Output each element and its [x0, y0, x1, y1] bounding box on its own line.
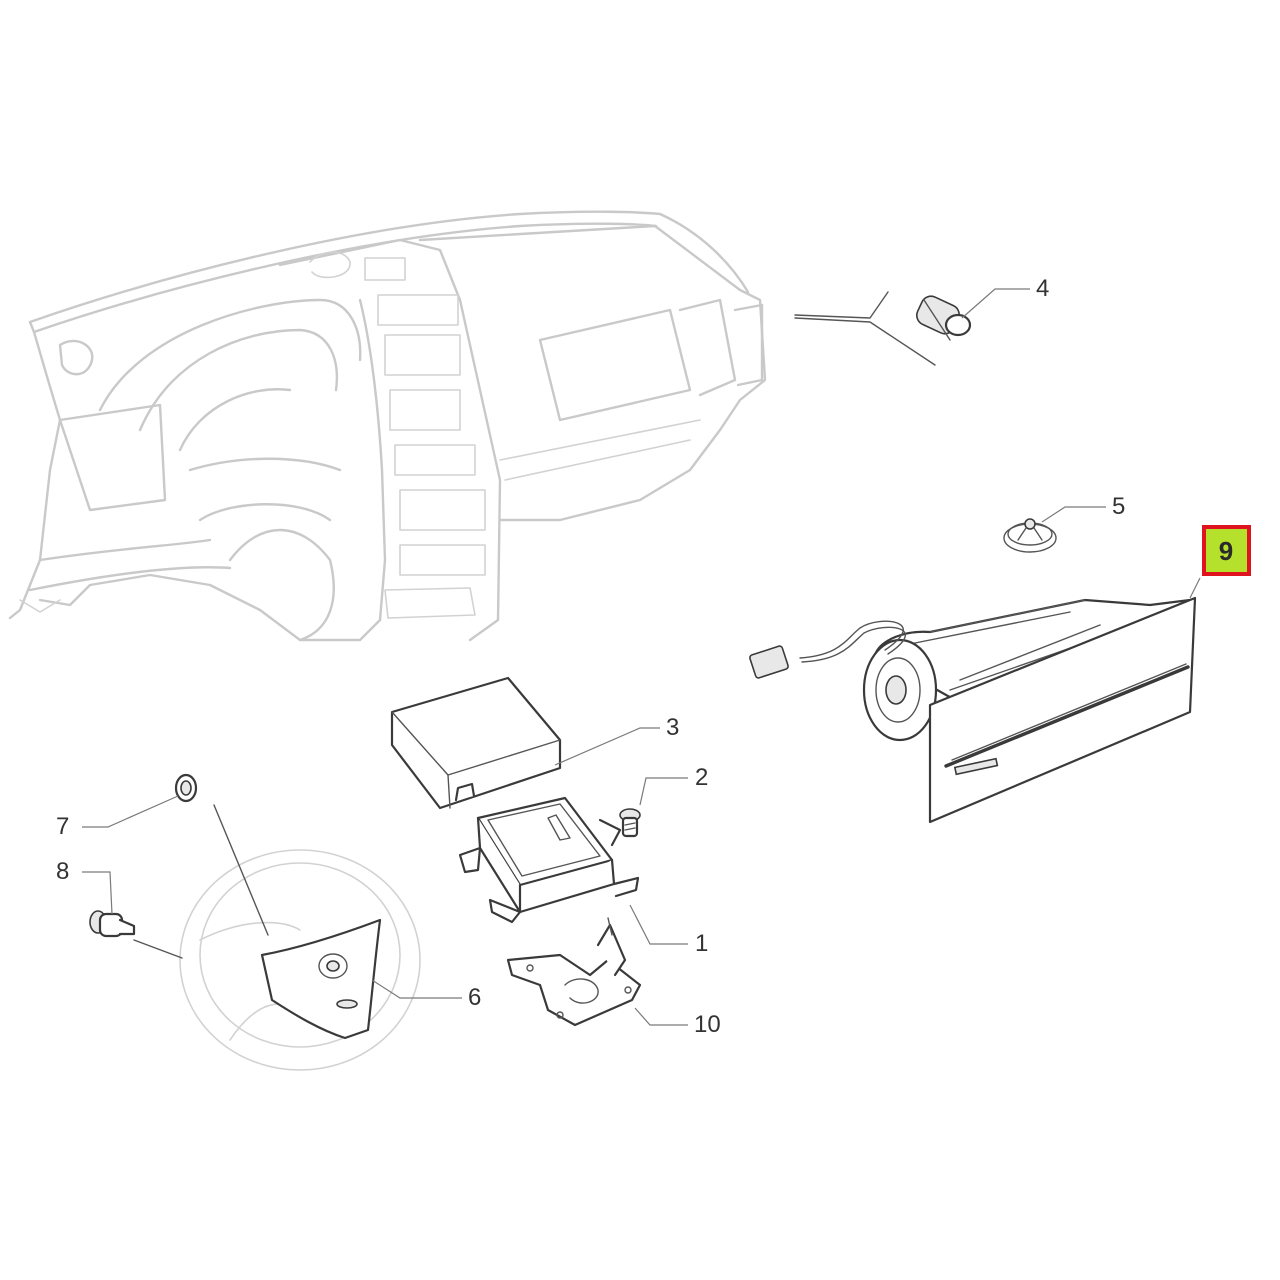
- callout-7[interactable]: 7: [56, 813, 69, 840]
- callout-1[interactable]: 1: [695, 930, 708, 957]
- part-4-location-leaders: [794, 291, 936, 366]
- dashboard-outline: [8, 210, 767, 642]
- callout-6[interactable]: 6: [468, 984, 481, 1011]
- callout-2[interactable]: 2: [695, 764, 708, 791]
- callout-10[interactable]: 10: [694, 1011, 721, 1038]
- callout-9[interactable]: 9: [1219, 536, 1233, 566]
- part-2-bolt: [619, 808, 641, 838]
- callout-labels: 1 2 3 4 5 6 7 8 10 9: [56, 275, 1251, 1038]
- part-9-passenger-airbag: [749, 596, 1197, 824]
- callout-9-highlighted[interactable]: 9: [1202, 525, 1251, 576]
- part-10-mounting-plate: [506, 917, 642, 1027]
- part-4-clip: [916, 295, 972, 341]
- part-3-cover: [390, 676, 562, 810]
- highlight-box: [1202, 525, 1251, 576]
- part-8-screw: [89, 910, 183, 959]
- callout-5[interactable]: 5: [1112, 493, 1125, 520]
- leader-lines: [82, 288, 1201, 1026]
- part-7-washer: [174, 773, 198, 803]
- part-1-control-unit: [458, 796, 640, 924]
- callout-4[interactable]: 4: [1036, 275, 1049, 302]
- part-5-cap: [1003, 518, 1057, 553]
- callout-8[interactable]: 8: [56, 858, 69, 885]
- part-6-driver-airbag: [179, 804, 421, 1071]
- callout-3[interactable]: 3: [666, 714, 679, 741]
